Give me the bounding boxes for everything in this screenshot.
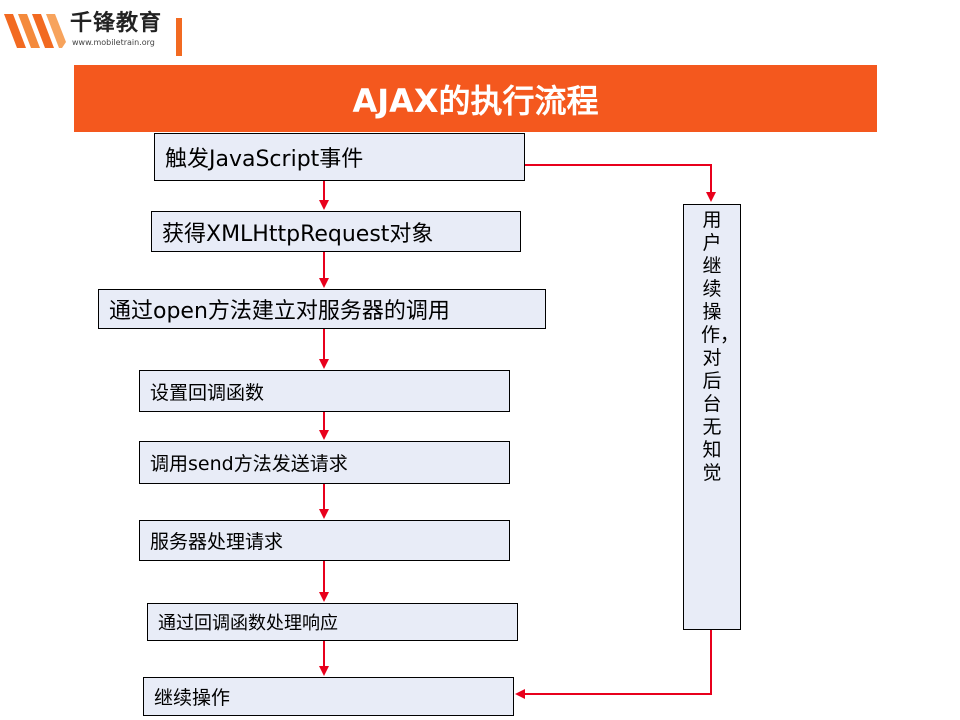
step-open-call: 通过open方法建立对服务器的调用 [98, 289, 546, 329]
step-label: 继续操作 [154, 687, 231, 709]
step-label: 设置回调函数 [150, 381, 265, 404]
logo-accent-bar [176, 18, 182, 56]
page-title: AJAX的执行流程 [352, 81, 599, 120]
logo-name: 千锋教育 [70, 11, 163, 36]
step-label: 通过open方法建立对服务器的调用 [109, 299, 450, 324]
step-handle-response: 通过回调函数处理响应 [147, 603, 518, 641]
arrow-side-step8 [515, 630, 712, 699]
step-set-callback: 设置回调函数 [139, 370, 510, 412]
step-label: 通过回调函数处理响应 [158, 613, 338, 634]
step-label: 调用send方法发送请求 [150, 453, 348, 475]
step-send-request: 调用send方法发送请求 [139, 441, 510, 484]
step-label: 获得XMLHttpRequest对象 [162, 221, 434, 247]
step-trigger-js-event: 触发JavaScript事件 [154, 133, 525, 181]
logo: 千锋教育 www.mobiletrain.org [4, 8, 184, 56]
side-note-box: 用户继续操作，对后台无知觉 [683, 204, 741, 630]
side-note-text: 用户继续操作，对后台无知觉 [701, 209, 740, 484]
logo-url: www.mobiletrain.org [72, 38, 155, 47]
title-banner: AJAX的执行流程 [74, 65, 877, 132]
arrow-step1-side [525, 164, 716, 202]
step-label: 服务器处理请求 [150, 531, 284, 553]
step-server-process: 服务器处理请求 [139, 520, 510, 561]
step-get-xhr-object: 获得XMLHttpRequest对象 [151, 211, 521, 252]
step-label: 触发JavaScript事件 [165, 147, 364, 172]
step-continue: 继续操作 [143, 677, 514, 716]
logo-mark-icon [4, 14, 66, 48]
